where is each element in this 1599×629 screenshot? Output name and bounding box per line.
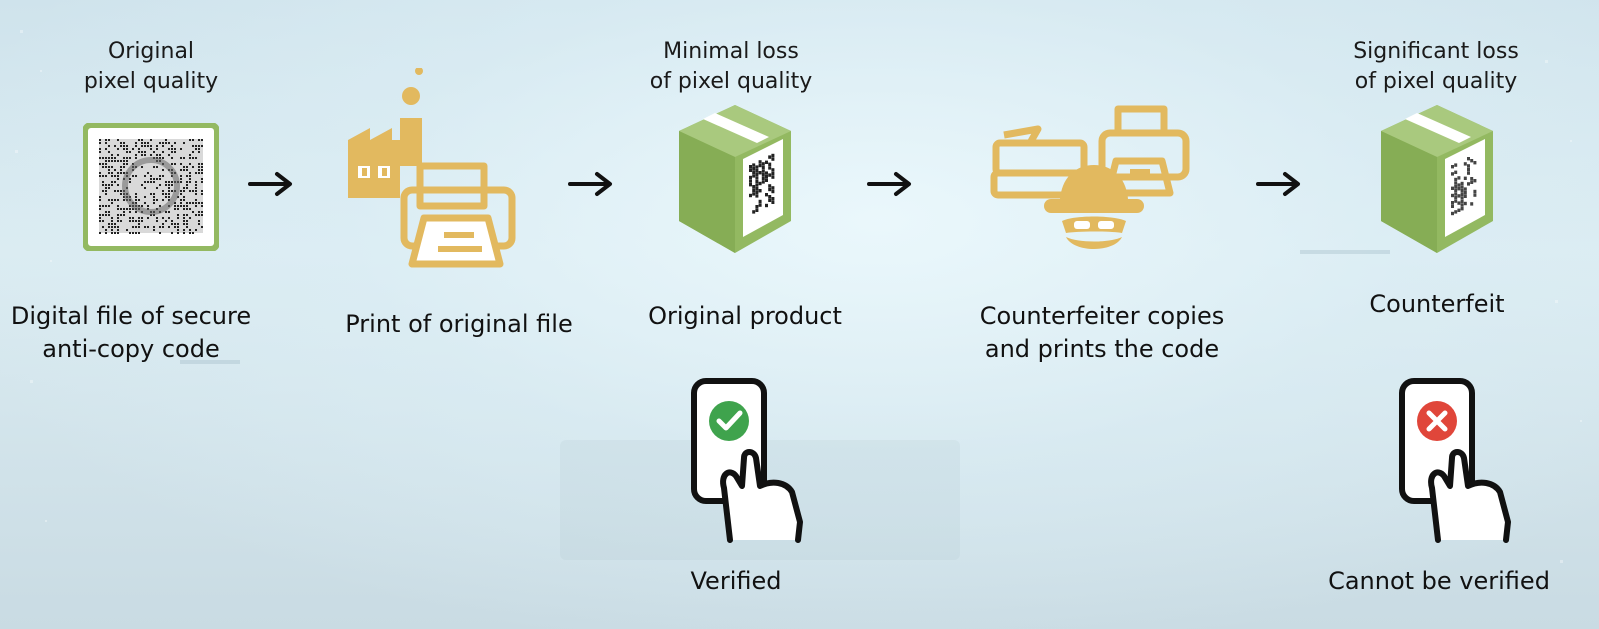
caption-minimal-loss: Minimal loss of pixel quality [611,37,851,97]
arrow-right-icon [568,172,612,196]
label-line: Counterfeiter copies [979,302,1225,330]
arrow-right-icon [867,172,911,196]
label-counterfeiter: Counterfeiter copies and prints the code [942,300,1262,366]
counterfeit-box-icon [1381,105,1493,253]
caption-significant-loss: Significant loss of pixel quality [1316,37,1556,97]
label-print-original: Print of original file [299,308,619,341]
label-digital-file: Digital file of secure anti-copy code [0,300,291,366]
code-image-icon [83,123,219,251]
label-cannot-verify: Cannot be verified [1279,565,1599,598]
caption-original-quality: Original pixel quality [31,37,271,97]
phone-check-icon [691,378,803,543]
caption-line: of pixel quality [649,69,813,94]
label-line: Counterfeit [1369,290,1505,318]
caption-line: Minimal loss [663,39,799,64]
caption-line: pixel quality [83,69,219,94]
label-line: Digital file of secure [10,302,252,330]
label-line: Print of original file [345,310,573,338]
label-line: anti-copy code [42,335,220,363]
verified-text: Verified [690,567,782,595]
arrow-right-icon [1256,172,1300,196]
label-original-product: Original product [585,300,905,333]
phone-cross-icon [1399,378,1511,543]
caption-line: of pixel quality [1354,69,1518,94]
caption-line: Original [107,39,195,64]
label-counterfeit: Counterfeit [1277,288,1597,321]
label-line: Original product [648,302,842,330]
arrow-right-icon [248,172,292,196]
not-verified-text: Cannot be verified [1328,567,1550,595]
factory-printer-icon [348,68,516,268]
caption-line: Significant loss [1353,39,1519,64]
label-verified: Verified [576,565,896,598]
label-line: and prints the code [984,335,1220,363]
product-box-icon [679,105,791,253]
counterfeiter-icon [990,105,1190,249]
